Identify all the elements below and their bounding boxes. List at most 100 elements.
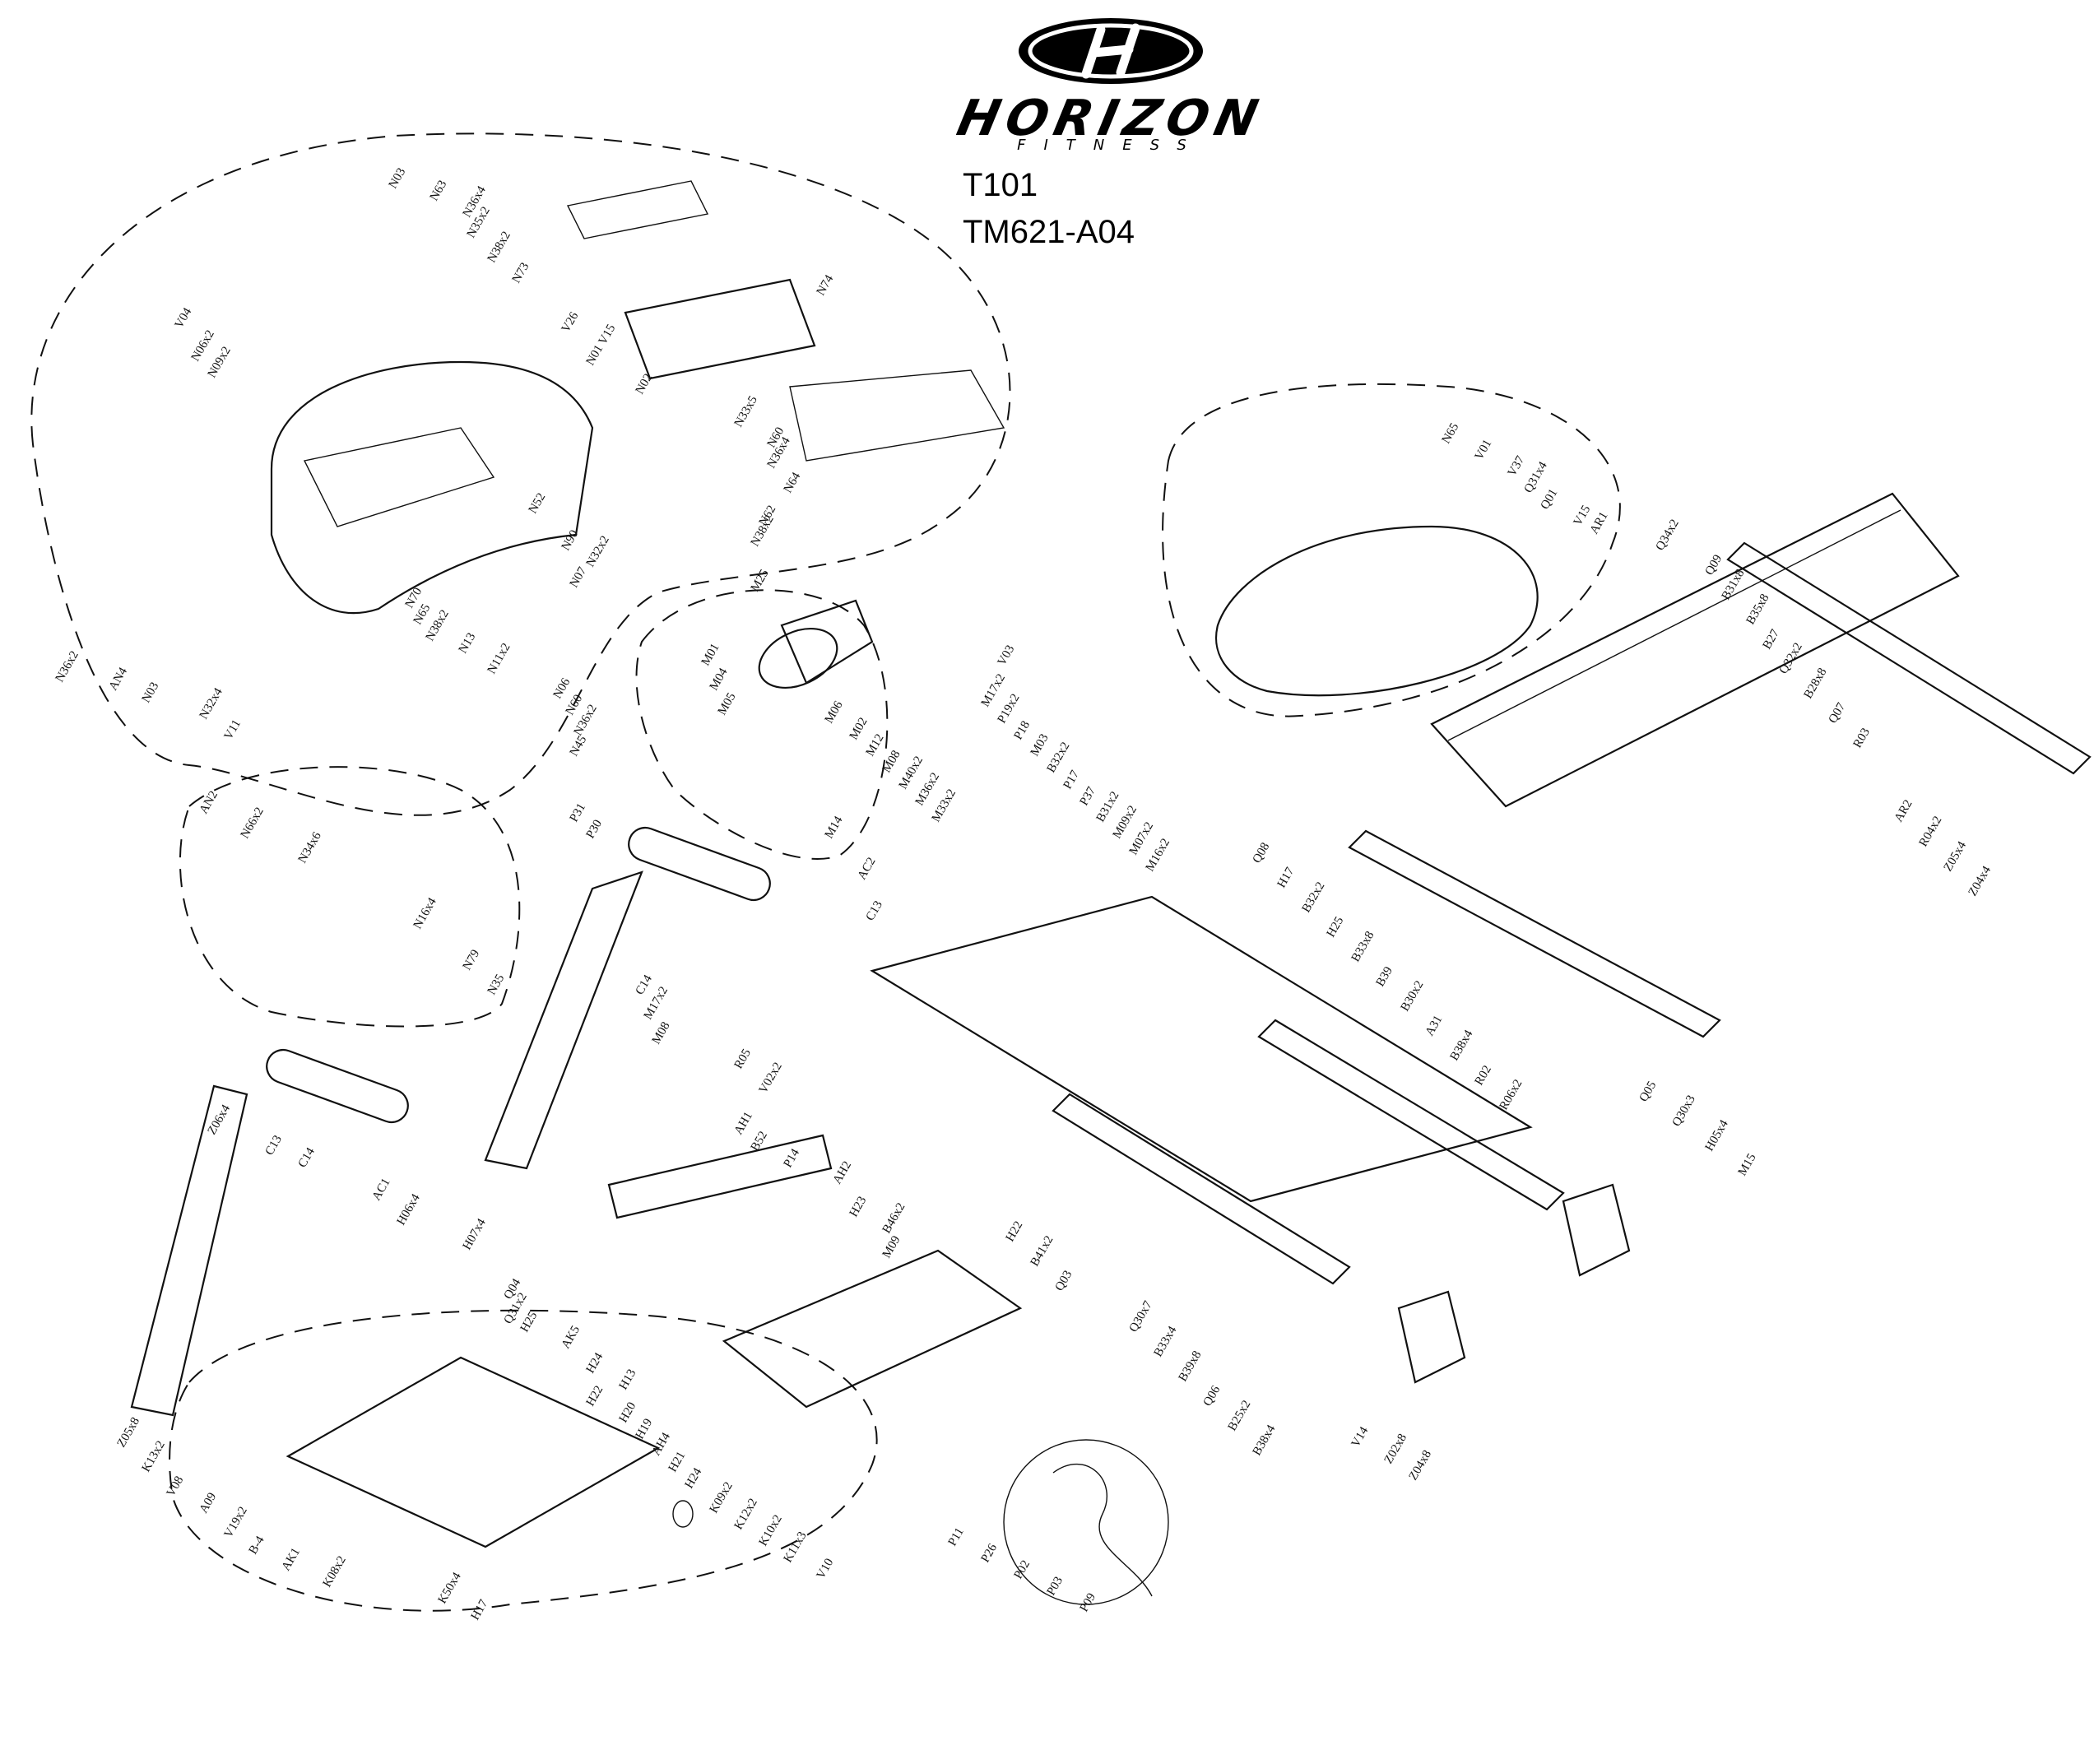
callout-label: N03 <box>387 166 409 191</box>
callout-label: N35 <box>485 973 508 997</box>
callout-label: M05 <box>716 690 739 717</box>
main-frame <box>870 895 1533 1203</box>
running-deck <box>1430 492 1960 808</box>
callout-label: N63 <box>428 179 450 203</box>
callout-label: M33x2 <box>930 787 959 824</box>
callout-label: C13 <box>864 898 885 923</box>
callout-label: AR1 <box>1588 509 1611 536</box>
callout-label: Q06 <box>1201 1383 1223 1409</box>
callout-label: H05x4 <box>1703 1117 1732 1154</box>
callout-label: K09x2 <box>708 1480 736 1516</box>
end-cap-left <box>1397 1290 1466 1384</box>
callout-label: P11 <box>946 1525 967 1548</box>
callout-label: B-4 <box>247 1534 267 1557</box>
callout-label: N06 <box>551 675 573 701</box>
callout-label: Q05 <box>1637 1079 1660 1104</box>
callout-label: K10x2 <box>757 1513 785 1548</box>
callout-label: M15 <box>1736 1151 1759 1178</box>
callout-label: P30 <box>584 818 606 841</box>
callout-label: H22 <box>584 1384 606 1409</box>
callout-label: N06x2 <box>189 328 217 364</box>
callout-label: AH1 <box>732 1110 755 1137</box>
callout-label: Q34x2 <box>1654 518 1682 553</box>
callout-label: H20 <box>617 1400 639 1425</box>
callout-label: N45 <box>568 734 590 759</box>
callout-label: Z05x8 <box>115 1415 142 1450</box>
callout-label: B31x2 <box>1094 789 1122 824</box>
callout-label: Q30x7 <box>1127 1298 1156 1335</box>
horizon-logo: HORIZON FITNESS <box>889 15 1333 153</box>
callout-label: B41x2 <box>1028 1233 1056 1269</box>
deck-belt <box>1447 509 1901 741</box>
handgrip-lower <box>266 1048 409 1124</box>
callout-label: A31 <box>1423 1014 1446 1038</box>
callout-label: AK1 <box>280 1546 303 1573</box>
callout-label: V19x2 <box>222 1505 250 1540</box>
callout-label: P14 <box>782 1146 803 1170</box>
callout-label: N07 <box>568 564 590 590</box>
callout-label: V02x2 <box>757 1061 785 1096</box>
callout-label: N65 <box>1440 421 1462 446</box>
callout-label: Q07 <box>1827 700 1849 726</box>
callout-label: R02 <box>1473 1063 1494 1088</box>
callout-label: P09 <box>1078 1591 1099 1614</box>
callout-label: B38x4 <box>1448 1028 1476 1063</box>
callout-label: H13 <box>617 1367 639 1392</box>
callout-label: C13 <box>263 1133 285 1158</box>
callout-label: H17 <box>469 1597 491 1622</box>
callout-label: B39x8 <box>1177 1349 1205 1384</box>
callout-label: V10 <box>815 1557 837 1581</box>
callout-label: B38x4 <box>1251 1423 1279 1458</box>
callout-label: Q09 <box>1703 553 1725 578</box>
callout-label: V11 <box>222 717 244 742</box>
callout-label: Q32x2 <box>1777 641 1805 676</box>
callout-label: B30x2 <box>1399 978 1427 1014</box>
callout-label: R06x2 <box>1497 1077 1525 1112</box>
logo-emblem <box>1019 18 1203 84</box>
callout-label: M01 <box>699 641 722 668</box>
side-rail-left <box>1348 829 1721 1038</box>
caster-wheel <box>672 1500 694 1528</box>
callout-label: H07x4 <box>461 1216 490 1252</box>
display-panel <box>624 278 816 380</box>
callout-label: B33x4 <box>1152 1324 1180 1359</box>
callout-label: Z04x4 <box>1966 864 1994 898</box>
callout-label: M06 <box>823 699 846 726</box>
drawing-code: TM621-A04 <box>963 214 1135 250</box>
callout-label: M09 <box>880 1233 903 1260</box>
callout-label: M25 <box>749 567 772 594</box>
callout-label: N11x2 <box>485 641 513 676</box>
upright-left <box>130 1084 248 1417</box>
callout-label: H23 <box>847 1195 870 1219</box>
callout-label: B46x2 <box>880 1200 908 1236</box>
callout-label: H19 <box>634 1417 656 1441</box>
callout-label: AH2 <box>831 1159 854 1186</box>
handgrip-upper <box>628 826 771 902</box>
callout-label: N02 <box>634 372 656 397</box>
callout-label: N09x2 <box>206 345 234 380</box>
callout-label: V14 <box>1349 1424 1372 1450</box>
callout-label: K13x2 <box>140 1439 168 1474</box>
callout-label: AK5 <box>559 1324 583 1351</box>
wiring-detail-outline <box>1003 1439 1169 1605</box>
callout-label: N90 <box>559 528 582 553</box>
callout-label: Q30x3 <box>1670 1093 1698 1129</box>
base-frame <box>286 1356 661 1548</box>
callout-label: Q01 <box>1539 487 1561 512</box>
callout-label: V15 <box>597 323 619 347</box>
callout-label: P37 <box>1078 784 1099 808</box>
callout-label: B31x8 <box>1720 567 1748 602</box>
callout-label: N73 <box>510 261 532 285</box>
callout-label: N52 <box>527 491 549 516</box>
callout-label: Z06x4 <box>206 1102 234 1137</box>
incline-frame <box>607 1134 833 1219</box>
callout-label: C14 <box>634 973 656 997</box>
callout-label: B27 <box>1761 627 1783 652</box>
hood-group-outline <box>1162 383 1621 717</box>
callout-label: B25x2 <box>1226 1398 1254 1433</box>
callout-label: N01 <box>584 343 606 368</box>
callout-label: N66x2 <box>239 805 267 841</box>
